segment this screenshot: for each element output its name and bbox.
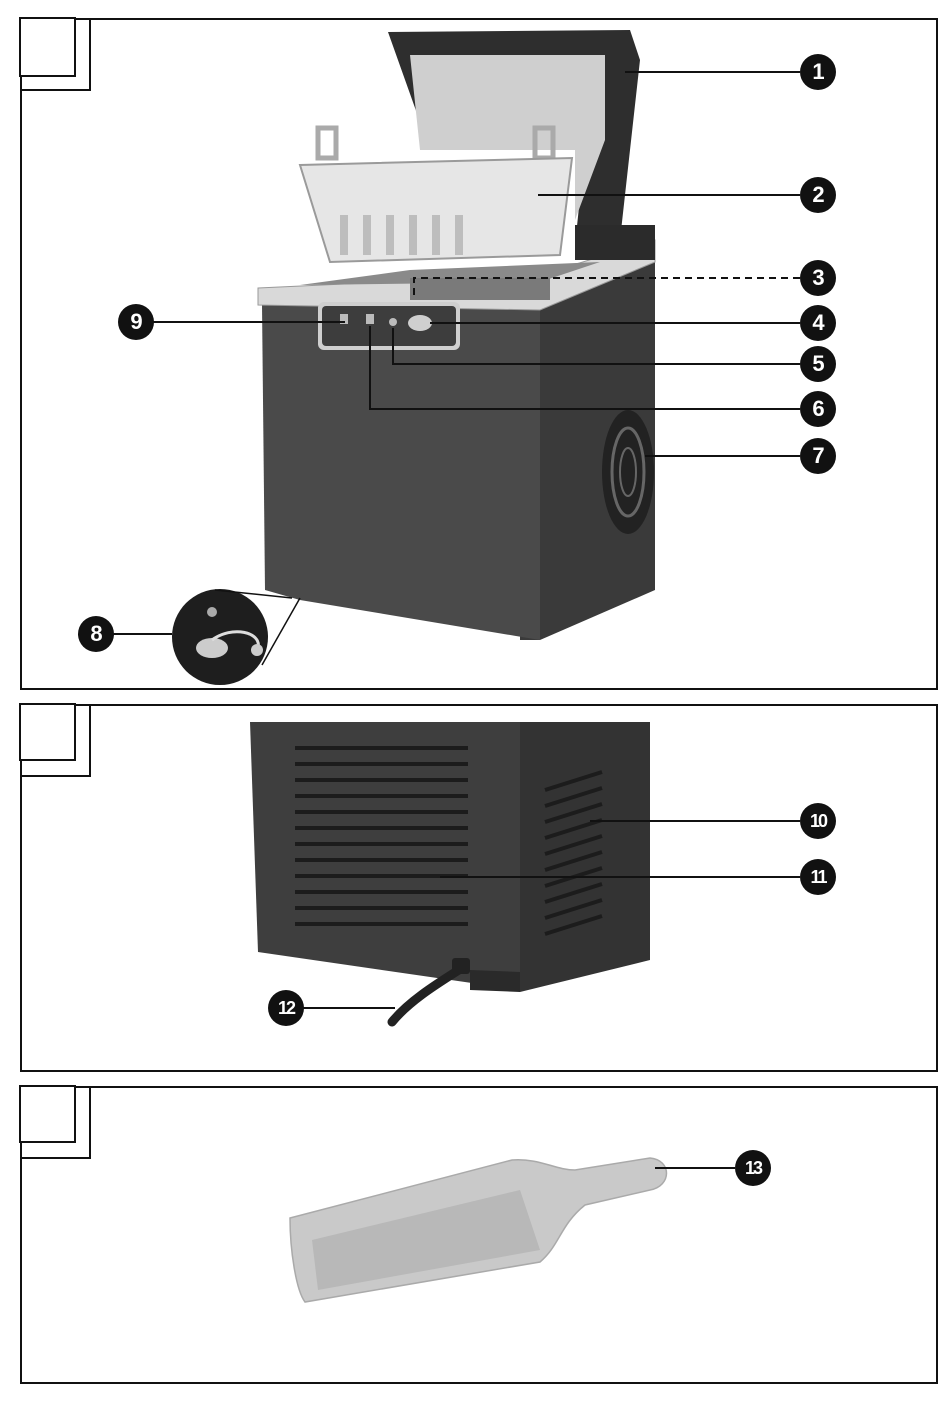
callout-10: 10 [800,803,836,839]
callout-8: 8 [78,616,114,652]
callout-5: 5 [800,346,836,382]
ice-scoop [290,1158,735,1302]
callout-2: 2 [800,177,836,213]
callout-4: 4 [800,305,836,341]
callout-6: 6 [800,391,836,427]
corner-tab-front [20,18,90,90]
drain-plug-inset [172,589,300,685]
callout-11: 11 [800,859,836,895]
control-panel-shape [318,302,460,350]
callout-12: 12 [268,990,304,1026]
corner-tab-accessory [20,1086,90,1158]
ice-maker-front [112,30,800,685]
corner-tab-rear [20,704,90,776]
callout-3: 3 [800,260,836,296]
side-fan-shape [602,410,654,534]
callout-7: 7 [800,438,836,474]
callout-13: 13 [735,1150,771,1186]
callout-1: 1 [800,54,836,90]
ice-maker-rear [250,722,800,1022]
callout-9: 9 [118,304,154,340]
